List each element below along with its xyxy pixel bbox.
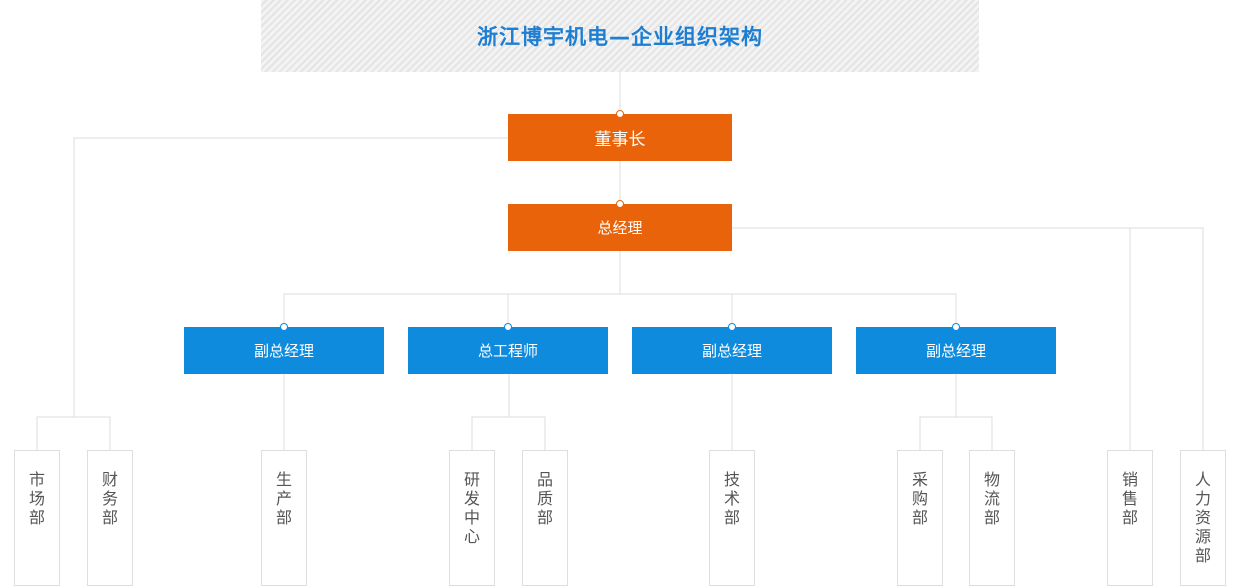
connector-dot [504,323,512,331]
dept-label: 财务部 [101,470,118,527]
dept-label: 采购部 [911,470,928,527]
dept-box-sales: 销售部 [1107,450,1153,586]
manager-label: 副总经理 [701,342,762,360]
dept-label: 技术部 [723,470,740,527]
dept-label: 市场部 [28,470,45,527]
manager-box-4: 副总经理 [856,323,1056,374]
connector-dot [616,110,624,118]
chairman-label: 董事长 [594,130,646,150]
connector-dot [952,323,960,331]
manager-label: 总工程师 [477,342,538,360]
title-banner: 浙江博宇机电—企业组织架构 [261,0,979,72]
connector-dot [280,323,288,331]
dept-box-hr: 人力资源部 [1180,450,1226,586]
manager-label: 副总经理 [925,342,986,360]
dept-box-purchasing: 采购部 [897,450,943,586]
dept-box-logistics: 物流部 [969,450,1015,586]
dept-label: 物流部 [983,470,1000,527]
connector-dot [728,323,736,331]
general-manager-label: 总经理 [597,219,643,237]
manager-box-2: 总工程师 [408,323,608,374]
dept-box-marketing: 市场部 [14,450,60,586]
manager-box-1: 副总经理 [184,323,384,374]
dept-box-production: 生产部 [261,450,307,586]
dept-label: 研发中心 [463,470,480,546]
dept-box-technology: 技术部 [709,450,755,586]
connector-dot [616,200,624,208]
dept-box-rnd: 研发中心 [449,450,495,586]
page-title: 浙江博宇机电—企业组织架构 [477,25,763,49]
dept-label: 生产部 [275,470,292,527]
dept-label: 销售部 [1121,470,1138,527]
dept-box-finance: 财务部 [87,450,133,586]
manager-box-3: 副总经理 [632,323,832,374]
dept-box-quality: 品质部 [522,450,568,586]
general-manager-box: 总经理 [508,200,732,251]
dept-label: 品质部 [536,470,553,527]
dept-label: 人力资源部 [1194,470,1211,565]
chairman-box: 董事长 [508,110,732,161]
manager-label: 副总经理 [253,342,314,360]
